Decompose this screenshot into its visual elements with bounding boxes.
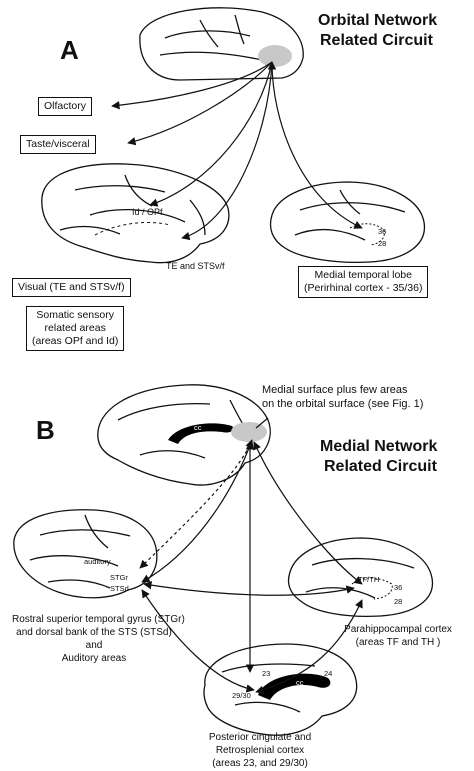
visual-box: Visual (TE and STSv/f)	[12, 278, 131, 298]
callout-line-1: Medial surface plus few areas	[262, 384, 408, 396]
olfactory-box: Olfactory	[38, 97, 93, 117]
somatic-line-1: Somatic sensory	[36, 309, 114, 321]
medial-region-highlight	[231, 422, 267, 442]
label-stsd: STSd	[110, 584, 129, 593]
label-area-23: 23	[262, 669, 271, 678]
caption-left-4: Auditory areas	[61, 653, 127, 664]
corpus-callosum-top	[168, 423, 234, 444]
arrow-stg-to-parahippocampal	[143, 581, 355, 596]
arrow-callout	[255, 417, 269, 429]
arrow-parahippo-to-posterior	[255, 599, 363, 694]
label-id-opf: Id / OPf	[132, 207, 163, 217]
label-area-28-b: 28	[394, 597, 403, 606]
callout-line-2: on the orbital surface (see Fig. 1)	[262, 398, 424, 410]
panel-b-title-line1: Medial Network	[320, 438, 438, 455]
caption-bottom-2: Retrosplenial cortex	[215, 745, 305, 756]
arrow-stg-to-posterior	[141, 589, 255, 693]
arrow-olfactory	[111, 61, 273, 110]
panel-b-letter: B	[36, 415, 55, 445]
label-tf-th: TF/TH	[358, 575, 380, 584]
label-area-24: 24	[324, 669, 333, 678]
caption-right-2: (areas TF and TH )	[355, 637, 441, 648]
somatic-line-2: related areas	[44, 322, 106, 335]
label-area-28-a: 28	[378, 239, 387, 248]
brain-medial-temporal-a	[269, 181, 426, 264]
label-cc-bottom: cc	[296, 678, 304, 687]
caption-bottom-3: (areas 23, and 29/30)	[212, 758, 308, 769]
label-area-36-a: 36	[378, 227, 387, 236]
arrow-stg-solid	[141, 439, 254, 583]
arrow-id-opf	[149, 61, 273, 207]
medial-temporal-line-2: (Perirhinal cortex - 35/36)	[304, 282, 423, 295]
label-area-36-b: 36	[394, 583, 403, 592]
caption-right-1: Parahippocampal cortex	[344, 624, 452, 635]
arrow-taste	[127, 61, 273, 146]
panel-a-letter: A	[60, 35, 79, 65]
panel-b-title-line2: Related Circuit	[324, 458, 437, 475]
caption-left-1: Rostral superior temporal gyrus (STGr)	[12, 614, 185, 625]
panel-a-title-line2: Related Circuit	[320, 32, 433, 49]
label-cc-top: cc	[194, 423, 202, 432]
somatic-line-3: (areas OPf and Id)	[32, 335, 119, 348]
orbital-region-highlight	[258, 45, 292, 67]
arrow-medial-temporal	[267, 61, 363, 229]
label-te-sts: TE and STSv/f	[166, 261, 225, 271]
label-stgr: STGr	[110, 573, 128, 582]
arrow-to-parahippocampal	[253, 441, 363, 585]
brain-medial-top-a	[139, 7, 304, 81]
label-area-29-30: 29/30	[232, 691, 251, 700]
caption-bottom-1: Posterior cingulate and	[208, 732, 312, 743]
somatic-sensory-box: Somatic sensory related areas (areas OPf…	[26, 306, 125, 352]
brain-lateral-b	[13, 509, 158, 599]
taste-visceral-box: Taste/visceral	[20, 135, 96, 155]
medial-temporal-line-1: Medial temporal lobe	[314, 269, 412, 281]
caption-left-2: and dorsal bank of the STS (STSd)	[16, 627, 172, 638]
medial-temporal-box: Medial temporal lobe (Perirhinal cortex …	[298, 266, 429, 299]
label-auditory: auditory	[84, 557, 111, 566]
panel-a-title-line1: Orbital Network	[318, 12, 438, 29]
caption-left-3: and	[85, 640, 103, 651]
